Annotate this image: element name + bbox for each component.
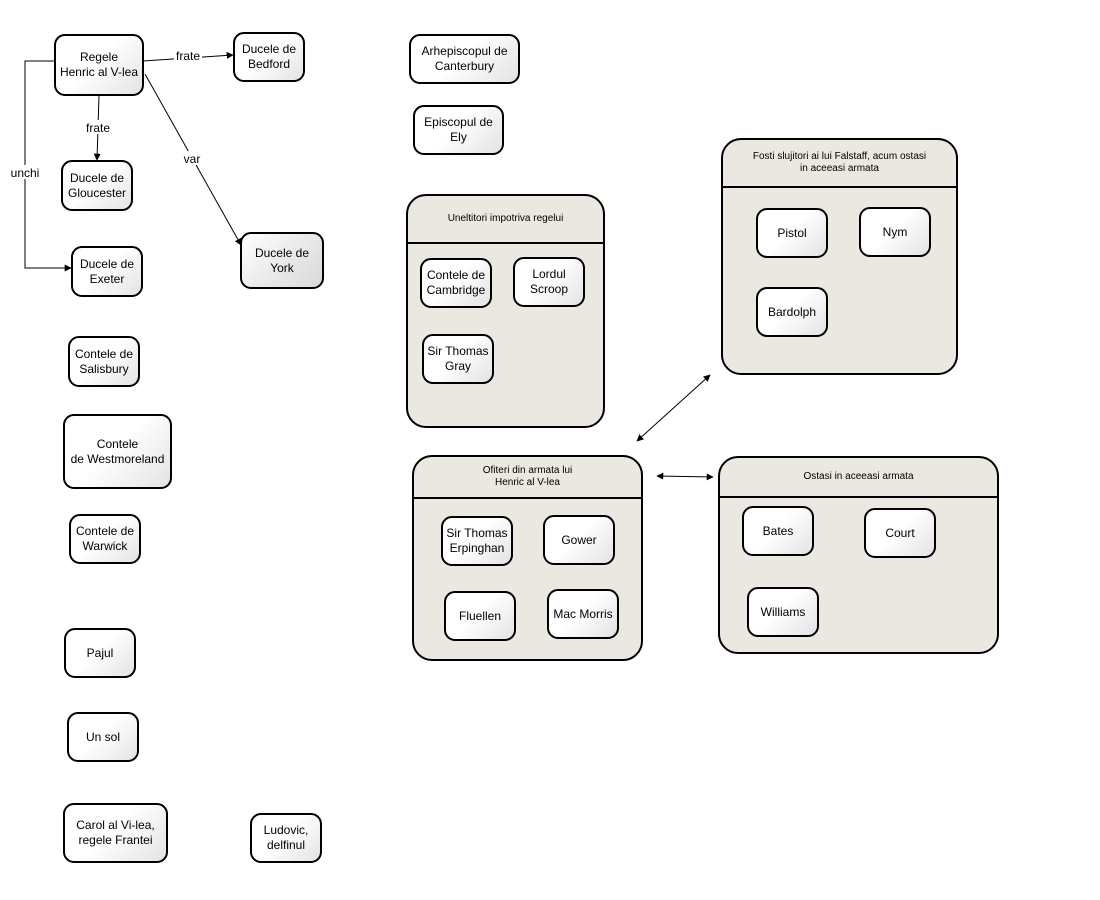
node-nym[interactable]: Nym: [859, 207, 931, 257]
node-gloucester[interactable]: Ducele de Gloucester: [61, 160, 133, 211]
edge-traitors-falstaff: [636, 374, 711, 442]
edge-label-gloucester: frate: [86, 121, 110, 135]
node-williams[interactable]: Williams: [747, 587, 819, 637]
edge-henric-exeter: [24, 60, 72, 272]
node-pistol[interactable]: Pistol: [756, 208, 828, 258]
node-ludovic[interactable]: Ludovic, delfinul: [250, 813, 322, 863]
node-carol[interactable]: Carol al Vi-lea, regele Frantei: [63, 803, 168, 863]
node-bardolph[interactable]: Bardolph: [756, 287, 828, 337]
node-gower[interactable]: Gower: [543, 515, 615, 565]
edge-label-york: var: [184, 152, 201, 166]
node-bedford[interactable]: Ducele de Bedford: [233, 32, 305, 82]
node-court[interactable]: Court: [864, 508, 936, 558]
node-gray[interactable]: Sir Thomas Gray: [422, 334, 494, 384]
node-york[interactable]: Ducele de York: [240, 232, 324, 289]
group-traitors-title: Uneltitori impotriva regelui: [408, 196, 603, 244]
group-soldiers-title: Ostasi in aceeasi armata: [720, 458, 997, 498]
edge-label-bedford: frate: [176, 49, 200, 63]
group-officers-title: Ofiteri din armata lui Henric al V-lea: [414, 457, 641, 499]
node-warwick[interactable]: Contele de Warwick: [69, 514, 141, 564]
node-fluellen[interactable]: Fluellen: [444, 591, 516, 641]
node-canterbury[interactable]: Arhepiscopul de Canterbury: [409, 34, 520, 84]
node-pajul[interactable]: Pajul: [64, 628, 136, 678]
node-westmoreland[interactable]: Contele de Westmoreland: [63, 414, 172, 489]
edge-label-exeter: unchi: [11, 166, 40, 180]
group-falstaff-title: Fosti slujitori ai lui Falstaff, acum os…: [723, 140, 956, 188]
node-sol[interactable]: Un sol: [67, 712, 139, 762]
edge-officers-soldiers: [656, 472, 714, 481]
group-traitors: Uneltitori impotriva regelui: [406, 194, 605, 428]
node-ely[interactable]: Episcopul de Ely: [413, 105, 504, 155]
node-macmorris[interactable]: Mac Morris: [547, 589, 619, 639]
node-bates[interactable]: Bates: [742, 506, 814, 556]
node-exeter[interactable]: Ducele de Exeter: [71, 246, 143, 297]
node-scroop[interactable]: Lordul Scroop: [513, 257, 585, 307]
node-henric[interactable]: Regele Henric al V-lea: [54, 34, 144, 96]
node-erpinghan[interactable]: Sir Thomas Erpinghan: [441, 516, 513, 566]
node-cambridge[interactable]: Contele de Cambridge: [420, 258, 492, 308]
node-salisbury[interactable]: Contele de Salisbury: [68, 336, 140, 387]
